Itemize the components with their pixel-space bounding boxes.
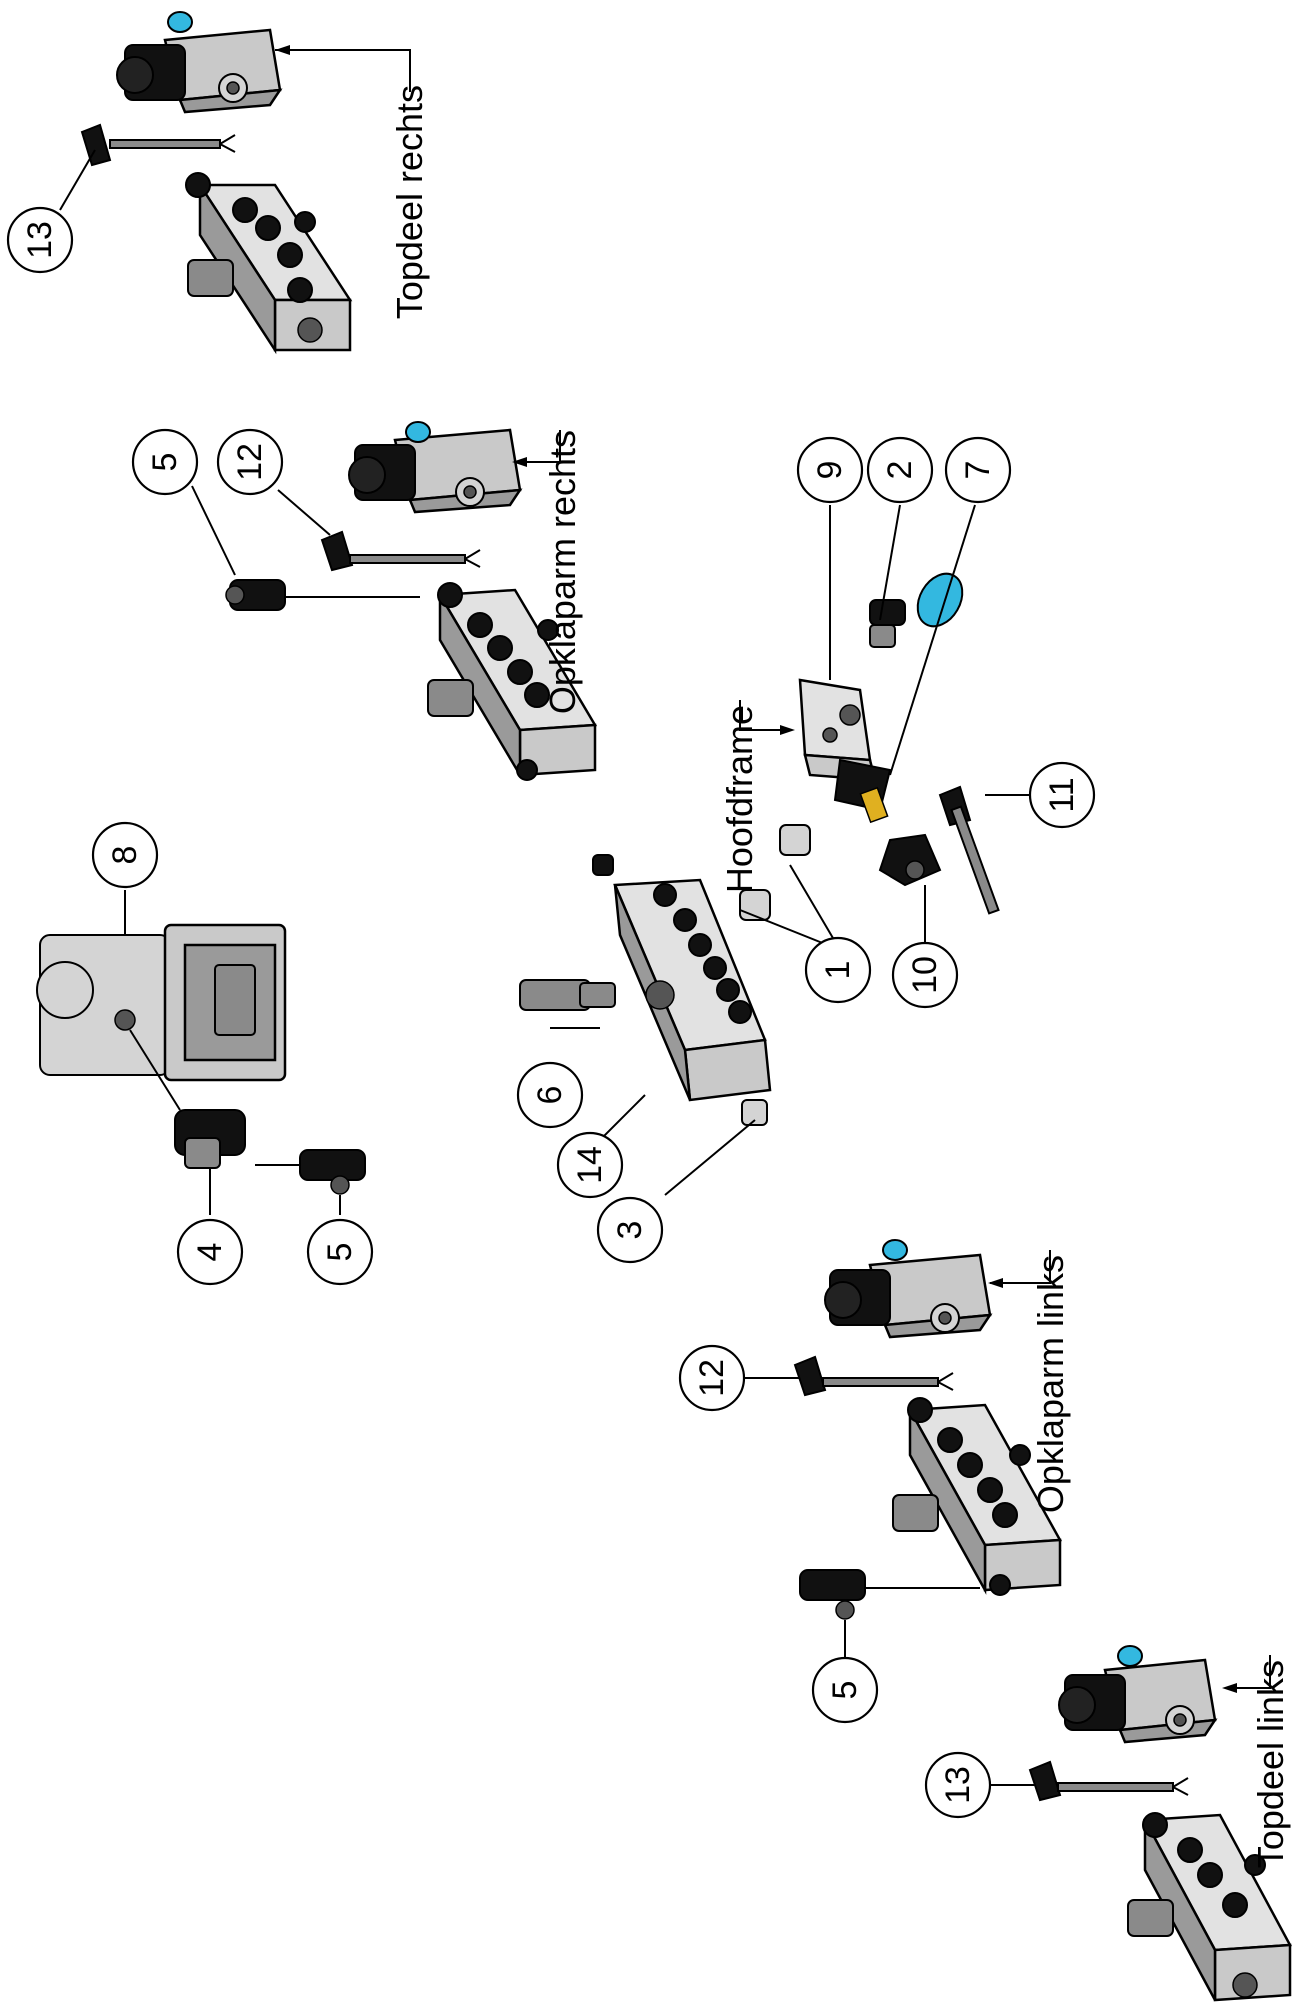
callout-12-opklaparm-rechts: 12 <box>216 428 284 496</box>
svg-text:5: 5 <box>826 1681 864 1700</box>
manifold-part <box>185 172 353 355</box>
svg-text:13: 13 <box>939 1766 977 1804</box>
callout-13-left: 13 <box>924 1751 992 1819</box>
valve-part <box>1058 1645 1218 1744</box>
callout-5-filter: 5 <box>306 1218 374 1286</box>
sensor-part <box>80 123 236 167</box>
hoofdframe-group <box>739 504 1030 945</box>
label-topdeel-rechts: Topdeel rechts <box>389 85 430 319</box>
callout-3: 3 <box>596 1196 664 1264</box>
sensor-part <box>320 530 481 572</box>
filter-regulator-part <box>36 890 287 1082</box>
valve-part <box>348 421 523 514</box>
sensor-part <box>1028 1760 1189 1802</box>
plug-part <box>592 854 768 1126</box>
callout-13-right: 13 <box>6 206 74 274</box>
label-hoofdframe: Hoofdframe <box>719 705 760 893</box>
topdeel-rechts-group <box>59 11 411 355</box>
svg-text:4: 4 <box>191 1243 229 1262</box>
tee-fitting <box>799 1569 866 1620</box>
svg-text:3: 3 <box>611 1221 649 1240</box>
svg-text:5: 5 <box>321 1243 359 1262</box>
svg-text:14: 14 <box>571 1146 609 1184</box>
svg-text:13: 13 <box>21 221 59 259</box>
callout-2: 2 <box>866 436 934 504</box>
elbow-fitting <box>869 599 906 648</box>
valve-part <box>116 11 283 114</box>
tee-fitting <box>225 579 286 611</box>
svg-text:7: 7 <box>959 461 997 480</box>
label-topdeel-links: Topdeel links <box>1250 1660 1291 1868</box>
central-manifold-group <box>519 854 841 1196</box>
sensor-part <box>793 1355 954 1397</box>
callout-4: 4 <box>176 1218 244 1286</box>
elbow-fitting <box>129 1029 246 1215</box>
svg-text:10: 10 <box>906 956 944 994</box>
callout-11: 11 <box>1028 761 1096 829</box>
opklaparm-links-group <box>745 1239 1063 1660</box>
callout-5-opklaparm-rechts: 5 <box>131 428 199 496</box>
callout-10: 10 <box>891 941 959 1009</box>
valve-part <box>824 1239 993 1339</box>
callout-8: 8 <box>91 821 159 889</box>
silencer-part <box>916 572 964 628</box>
callout-9: 9 <box>796 436 864 504</box>
manifold-part <box>892 1397 1063 1596</box>
svg-text:12: 12 <box>693 1359 731 1397</box>
svg-text:2: 2 <box>881 461 919 480</box>
opklaparm-rechts-group <box>191 421 598 781</box>
manifold-part <box>427 582 598 781</box>
label-opklaparm-rechts: Opklaparm rechts <box>542 430 583 714</box>
fitting-part <box>779 824 811 856</box>
nut-part <box>878 833 942 887</box>
callout-5-opklaparm-links: 5 <box>811 1656 879 1724</box>
callout-14: 14 <box>556 1131 624 1199</box>
callout-1: 1 <box>804 936 872 1004</box>
svg-text:5: 5 <box>146 453 184 472</box>
quick-coupling-part <box>519 979 616 1011</box>
sensor-part <box>938 785 1000 915</box>
svg-text:6: 6 <box>531 1086 569 1105</box>
svg-text:12: 12 <box>231 443 269 481</box>
svg-text:1: 1 <box>819 961 857 980</box>
manifold-part <box>1127 1812 1293 2002</box>
callout-6: 6 <box>516 1061 584 1129</box>
svg-text:8: 8 <box>106 846 144 865</box>
valve-part <box>798 678 892 824</box>
callout-7: 7 <box>944 436 1012 504</box>
manifold-part <box>613 878 772 1102</box>
svg-text:9: 9 <box>811 461 849 480</box>
topdeel-links-group <box>990 1645 1293 2002</box>
svg-text:11: 11 <box>1043 777 1081 812</box>
tee-fitting <box>255 1149 366 1215</box>
callout-12-opklaparm-links: 12 <box>678 1344 746 1412</box>
label-opklaparm-links: Opklaparm links <box>1030 1255 1071 1513</box>
